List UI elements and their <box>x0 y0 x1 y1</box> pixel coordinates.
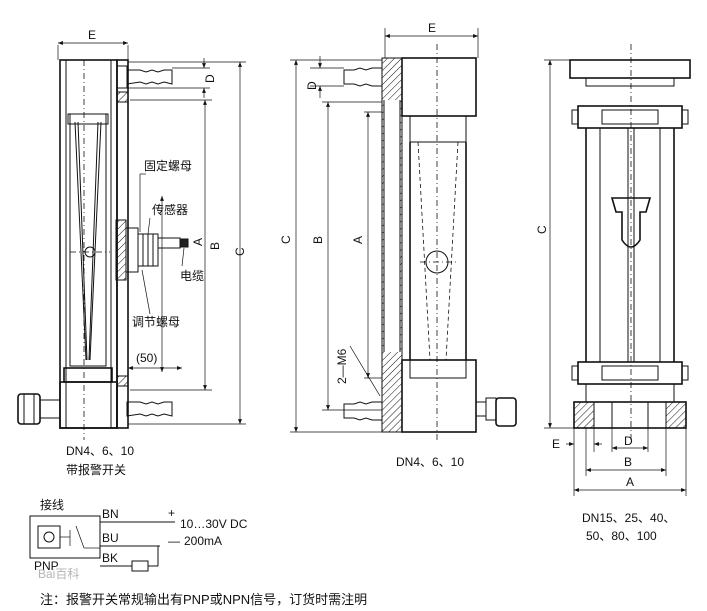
view1-dim-c: C <box>233 247 247 256</box>
callout-sensor: 传感器 <box>152 202 188 217</box>
view3-dim-d: D <box>624 434 633 448</box>
view-1-alarm-switch-model: E <box>17 28 247 477</box>
callout-adjust-nut: 调节螺母 <box>132 315 180 329</box>
view1-dim-a: A <box>191 238 205 246</box>
view2-dim-e: E <box>428 21 436 35</box>
view1-caption-alarm: 带报警开关 <box>66 462 126 477</box>
wiring-plus-sign: + <box>168 506 175 520</box>
load-resistor-icon <box>131 560 149 572</box>
view1-dim-b: B <box>208 242 222 250</box>
view3-dim-a: A <box>626 475 634 489</box>
view1-caption-model: DN4、6、10 <box>66 444 134 458</box>
view3-dim-e: E <box>552 437 560 451</box>
view2-dim-c: C <box>279 235 293 244</box>
view2-caption: DN4、6、10 <box>396 455 464 469</box>
wiring-title: 接线 <box>40 497 64 512</box>
callout-cable: 电缆 <box>180 269 204 283</box>
view2-dim-b: B <box>311 236 325 244</box>
view3-caption-line1: DN15、25、40、 <box>582 511 675 525</box>
wiring-bn-label: BN <box>102 507 119 521</box>
view1-dim-fifty: (50) <box>136 351 157 365</box>
view3-dim-b: B <box>624 455 632 469</box>
wiring-current: 200mA <box>184 534 222 548</box>
wiring-bu-label: BU <box>102 531 119 545</box>
wiring-diagram: 接线 PNP BN BU BK + — 10…30V DC 200mA <box>29 497 248 573</box>
view1-dim-e: E <box>88 28 96 42</box>
view-3-flanged-model: C A B D E DN15、25、40、 50、80、100 <box>535 44 691 543</box>
view-2-standard-model: E C D <box>279 21 517 469</box>
view2-dim-d: D <box>305 81 319 90</box>
proximity-sensor-icon <box>37 525 61 549</box>
wiring-pnp-label: PNP <box>34 559 59 573</box>
view1-dim-d: D <box>203 74 217 83</box>
view2-dim-a: A <box>351 236 365 244</box>
view2-dim-bolts: 2—M6 <box>335 348 349 384</box>
wiring-voltage: 10…30V DC <box>180 517 248 531</box>
view3-dim-c: C <box>535 225 549 234</box>
wiring-bk-label: BK <box>102 551 118 565</box>
callout-fixed-nut: 固定螺母 <box>144 158 192 173</box>
wiring-minus-sign: — <box>168 534 180 548</box>
view3-caption-line2: 50、80、100 <box>586 529 657 543</box>
footnote: 注：报警开关常规输出有PNP或NPN信号，订货时需注明 <box>40 592 367 607</box>
watermark: Bai百科 <box>38 567 79 581</box>
